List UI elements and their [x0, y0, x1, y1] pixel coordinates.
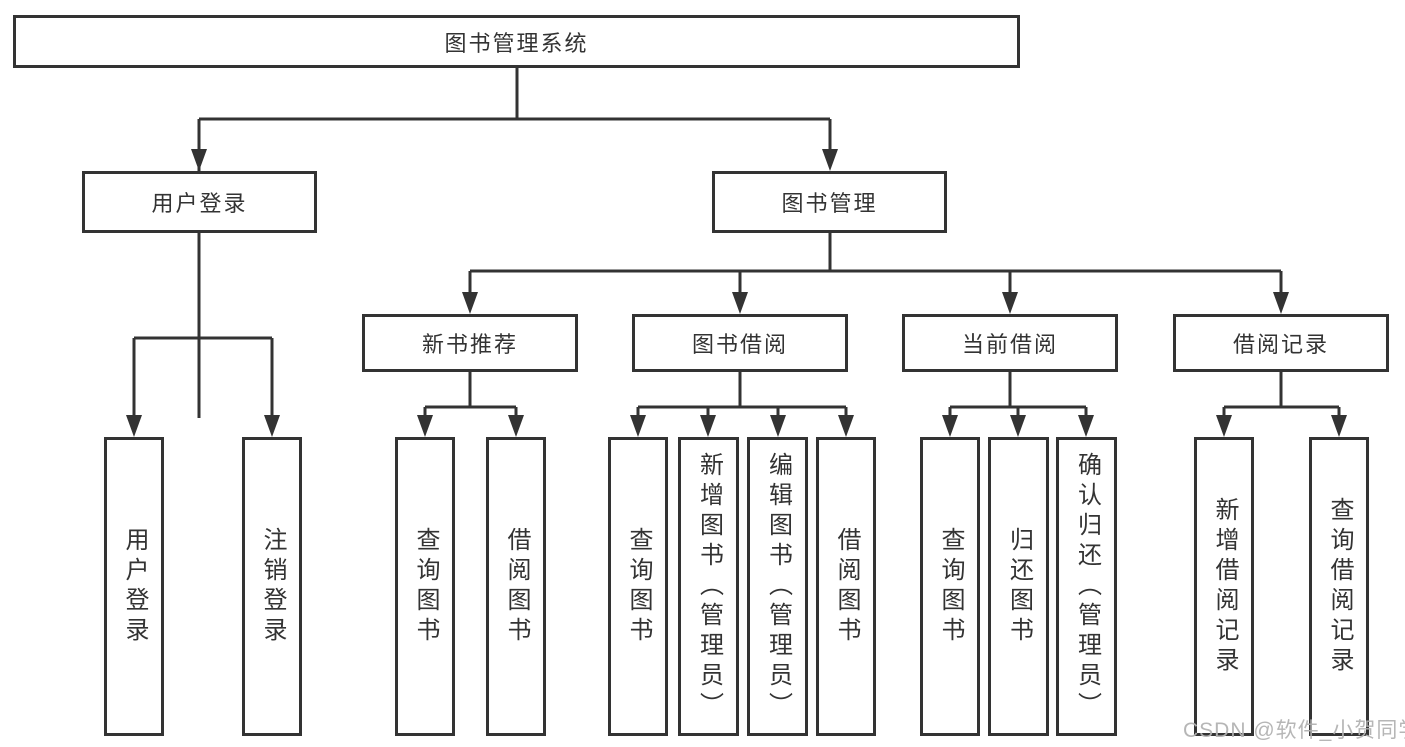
connector-borrowing-records-to-leaves	[1216, 372, 1347, 437]
leaf-borrow-edit-book-admin: 编辑图书（管理员）	[747, 437, 808, 736]
connector-book-borrowing-to-leaves	[630, 372, 854, 437]
node-borrowing-records: 借阅记录	[1173, 314, 1389, 372]
leaf-current-return-book: 归还图书	[988, 437, 1049, 736]
node-book-management: 图书管理	[712, 171, 947, 233]
node-book-borrowing: 图书借阅	[632, 314, 848, 372]
leaf-logout: 注销登录	[242, 437, 302, 736]
leaf-records-add-record: 新增借阅记录	[1194, 437, 1254, 736]
leaf-borrow-search-book: 查询图书	[608, 437, 668, 736]
node-root-system: 图书管理系统	[13, 15, 1020, 68]
connector-new-book-to-leaves	[417, 372, 524, 437]
node-user-login: 用户登录	[82, 171, 317, 233]
connector-user-login-to-leaves	[126, 233, 280, 437]
node-current-borrowing: 当前借阅	[902, 314, 1118, 372]
leaf-borrow-borrow-book: 借阅图书	[816, 437, 876, 736]
leaf-newbook-search-book: 查询图书	[395, 437, 455, 736]
leaf-current-confirm-return-admin: 确认归还（管理员）	[1056, 437, 1117, 736]
connector-book-management-to-level3	[462, 233, 1289, 314]
leaf-current-search-book: 查询图书	[920, 437, 980, 736]
leaf-newbook-borrow-book: 借阅图书	[486, 437, 546, 736]
leaf-user-login: 用户登录	[104, 437, 164, 736]
connector-root-to-level2	[191, 68, 838, 418]
node-new-book-recommendation: 新书推荐	[362, 314, 578, 372]
watermark: CSDN @软件_小贺同学	[1183, 719, 1405, 742]
leaf-records-search-record: 查询借阅记录	[1309, 437, 1369, 736]
leaf-borrow-add-book-admin: 新增图书（管理员）	[678, 437, 739, 736]
connector-current-borrowing-to-leaves	[942, 372, 1094, 437]
